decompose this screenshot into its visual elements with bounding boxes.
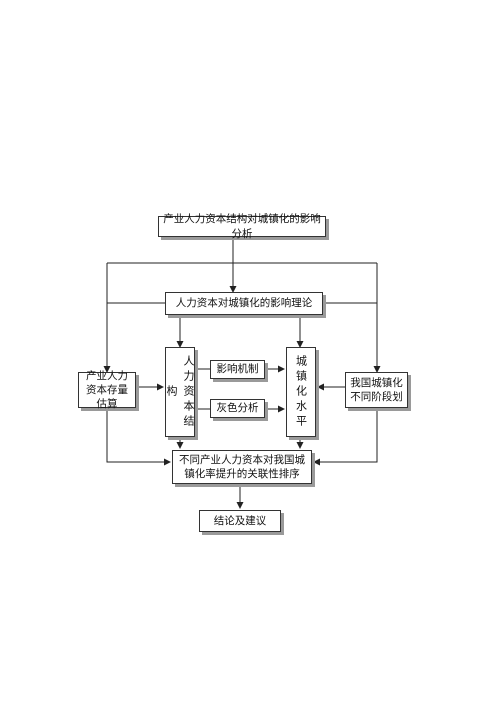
- mechanism-box: 影响机制: [210, 360, 265, 379]
- left-stock-estimation-box: 产业人力资本存量估算: [78, 370, 136, 410]
- human-capital-structure-box: 人力资本结构: [165, 347, 195, 437]
- theory-box: 人力资本对城镇化的影响理论: [165, 292, 323, 315]
- ranking-box: 不同产业人力资本对我国城镇化率提升的关联性排序: [172, 450, 312, 484]
- top-analysis-box: 产业人力资本结构对城镇化的影响分析: [158, 213, 326, 240]
- grey-analysis-box: 灰色分析: [210, 399, 265, 418]
- human-capital-structure-label: 人力资本结构: [165, 354, 196, 430]
- arrow-stages-to-ranking: [313, 408, 378, 466]
- urbanization-level-box: 城镇化水平: [286, 347, 316, 437]
- urbanization-stages-box: 我国城镇化不同阶段划: [345, 372, 408, 408]
- arrow-left-to-ranking: [106, 408, 171, 466]
- conclusion-box: 结论及建议: [199, 510, 281, 532]
- urbanization-level-label: 城镇化水平: [294, 354, 308, 430]
